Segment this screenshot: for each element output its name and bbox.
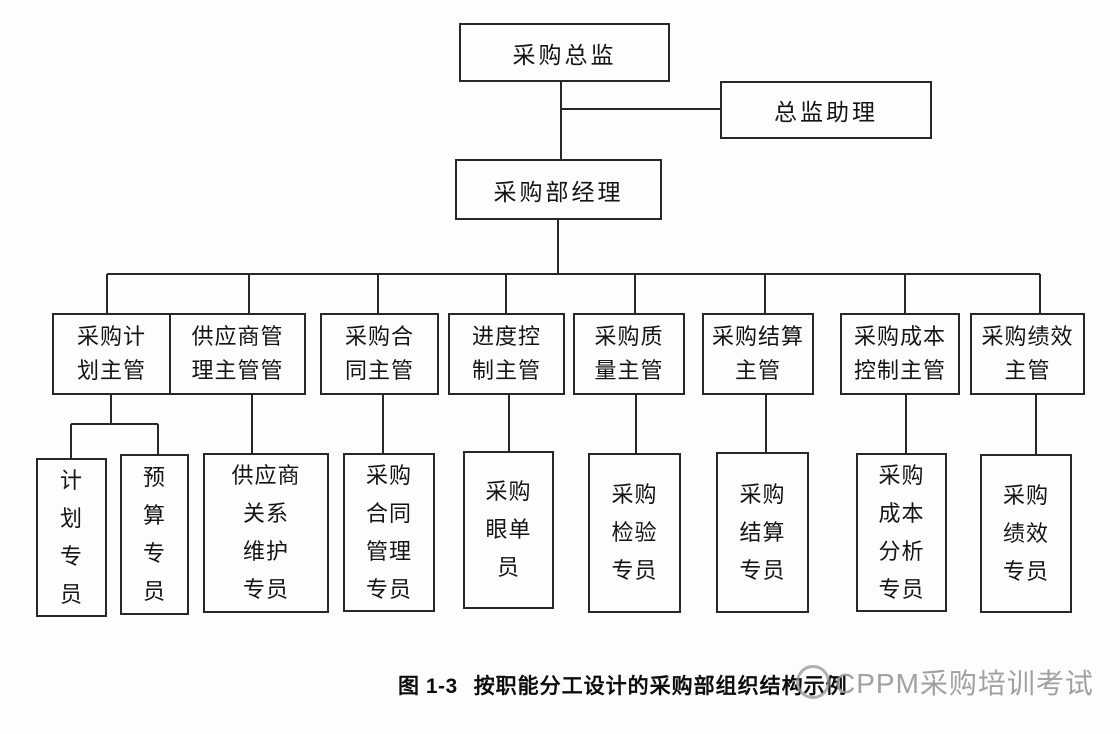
watermark-logo-icon: [796, 665, 830, 699]
org-node-staff-planning: 计 划 专 员: [36, 458, 107, 617]
figure-number: 图 1-3: [398, 675, 458, 698]
org-node-staff-inspection: 采购 检验 专员: [588, 453, 681, 613]
org-node-staff-supplier-relations: 供应商 关系 维护 专员: [203, 453, 329, 613]
org-node-assistant: 总监助理: [720, 81, 932, 139]
figure-caption: 图 1-3 按职能分工设计的采购部组织结构示例: [398, 670, 848, 700]
org-node-director: 采购总监: [459, 23, 670, 82]
org-node-supervisor-quality: 采购质 量主管: [573, 313, 685, 395]
org-node-supervisor-performance: 采购绩效 主管: [970, 313, 1085, 395]
org-node-supervisor-supplier-management: 供应商管 理主管管: [169, 313, 306, 395]
org-node-supervisor-cost-control: 采购成本 控制主管: [840, 313, 960, 395]
watermark: CPPM采购培训考试: [796, 662, 1094, 702]
org-node-staff-cost-analysis: 采购 成本 分析 专员: [856, 453, 947, 612]
org-node-staff-budget: 预 算 专 员: [120, 454, 189, 615]
org-node-supervisor-planning: 采购计 划主管: [52, 313, 171, 395]
org-node-staff-order-tracking: 采购 眼单 员: [463, 451, 554, 609]
org-node-staff-contract-management: 采购 合同 管理 专员: [343, 453, 435, 612]
figure-title: 按职能分工设计的采购部组织结构示例: [473, 675, 848, 698]
org-node-supervisor-settlement: 采购结算 主管: [702, 313, 814, 395]
org-node-staff-settlement: 采购 结算 专员: [716, 452, 809, 613]
org-node-supervisor-schedule-control: 进度控 制主管: [448, 313, 565, 395]
org-node-staff-performance: 采购 绩效 专员: [980, 454, 1072, 613]
org-node-supervisor-contract: 采购合 同主管: [320, 313, 439, 395]
watermark-text: CPPM采购培训考试: [835, 668, 1094, 699]
org-node-manager: 采购部经理: [455, 159, 662, 220]
